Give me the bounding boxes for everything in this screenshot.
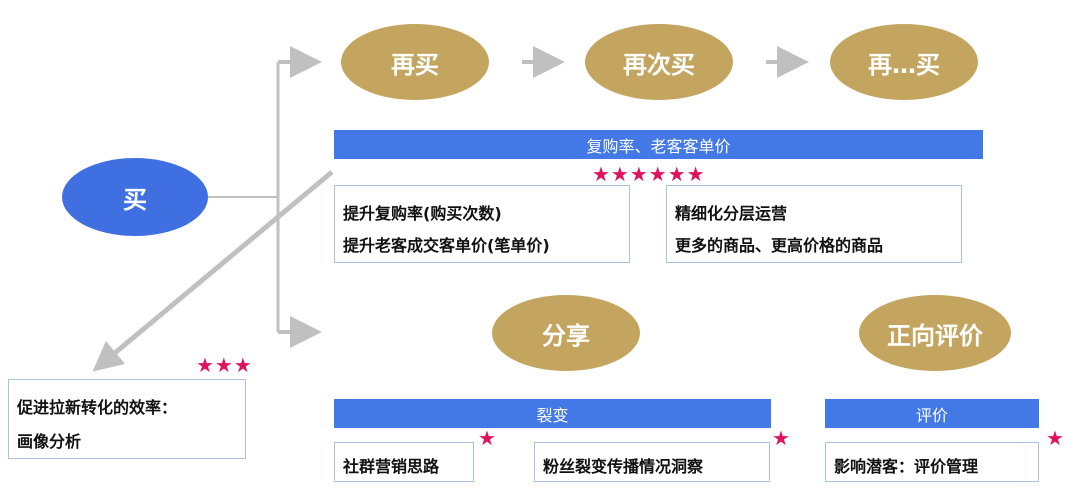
node-buy-again-label: 再次买 bbox=[623, 50, 695, 79]
fission-insight-box: 粉丝裂变传播情况洞察 bbox=[534, 442, 770, 482]
repurchase-right-line-2: 更多的商品、更高价格的商品 bbox=[675, 236, 884, 255]
node-rebuy: 再买 bbox=[341, 24, 489, 100]
conversion-line-2: 画像分析 bbox=[17, 432, 82, 451]
repurchase-left-box: 提升复购率(购买次数) 提升老客成交客单价(笔单价) bbox=[334, 185, 630, 263]
review-bar: 评价 bbox=[825, 399, 1039, 428]
node-buy: 买 bbox=[62, 158, 208, 236]
node-positive-review: 正向评价 bbox=[859, 295, 1011, 371]
repurchase-left-line-1: 提升复购率(购买次数) bbox=[343, 204, 502, 223]
node-buy-more: 再…买 bbox=[830, 24, 978, 100]
review-mgmt-label: 影响潜客：评价管理 bbox=[834, 457, 979, 476]
conversion-stars: ★★★ bbox=[196, 353, 253, 377]
community-box: 社群营销思路 bbox=[334, 442, 474, 482]
conversion-line-1: 促进拉新转化的效率： bbox=[17, 398, 178, 417]
review-bar-label: 评价 bbox=[915, 405, 948, 425]
fission-bar: 裂变 bbox=[334, 399, 771, 428]
community-star: ★ bbox=[478, 426, 497, 450]
repurchase-left-line-2: 提升老客成交客单价(笔单价) bbox=[343, 236, 550, 255]
diagonal-arrow bbox=[92, 170, 334, 372]
fission-insight-star: ★ bbox=[772, 426, 791, 450]
node-positive-review-label: 正向评价 bbox=[887, 321, 983, 350]
community-label: 社群营销思路 bbox=[343, 457, 440, 476]
node-share-label: 分享 bbox=[542, 321, 590, 350]
node-share: 分享 bbox=[492, 295, 640, 371]
fission-insight-label: 粉丝裂变传播情况洞察 bbox=[543, 457, 704, 476]
node-buy-label: 买 bbox=[123, 185, 147, 214]
fission-bar-label: 裂变 bbox=[536, 405, 569, 425]
repurchase-right-box: 精细化分层运营 更多的商品、更高价格的商品 bbox=[666, 185, 962, 263]
repurchase-stars: ★★★★★★ bbox=[592, 162, 706, 186]
review-mgmt-box: 影响潜客：评价管理 bbox=[825, 442, 1039, 482]
conversion-box: 促进拉新转化的效率： 画像分析 bbox=[8, 379, 246, 459]
repurchase-bar: 复购率、老客客单价 bbox=[334, 130, 983, 159]
node-buy-more-label: 再…买 bbox=[868, 50, 940, 79]
node-rebuy-label: 再买 bbox=[391, 50, 439, 79]
repurchase-right-line-1: 精细化分层运营 bbox=[675, 204, 788, 223]
node-buy-again: 再次买 bbox=[585, 24, 733, 100]
review-mgmt-star: ★ bbox=[1046, 426, 1065, 450]
repurchase-bar-label: 复购率、老客客单价 bbox=[586, 136, 731, 156]
